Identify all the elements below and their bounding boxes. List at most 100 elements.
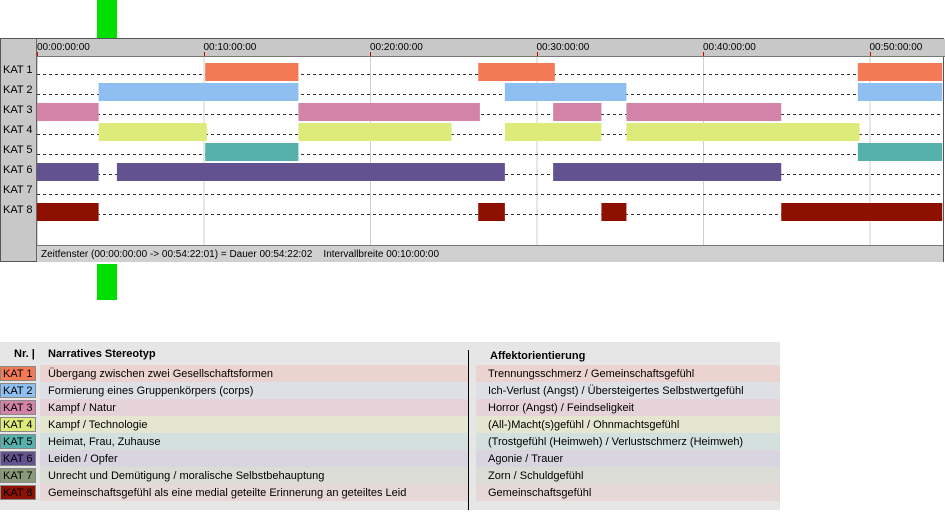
- tick-mark-4: [703, 52, 704, 56]
- tick-mark-0: [37, 52, 38, 56]
- legend-row-bg-narrative: [40, 399, 468, 416]
- row-label-2: KAT 2: [3, 84, 33, 96]
- legend-row-bg-affect: [476, 433, 780, 450]
- row-label-1: KAT 1: [3, 64, 33, 76]
- segment-kat8-20: [478, 203, 505, 221]
- tick-mark-2: [370, 52, 371, 56]
- row-label-6: KAT 6: [3, 164, 33, 176]
- legend-kat-swatch: KAT 2: [0, 383, 36, 398]
- legend-header-narrative: Narratives Stereotyp: [48, 348, 156, 360]
- legend-narrative: Unrecht und Demütigung / moralische Selb…: [48, 470, 325, 482]
- legend-row-bg-narrative: [40, 450, 468, 467]
- legend-affect: Horror (Angst) / Feindseligkeit: [488, 402, 635, 414]
- segment-kat8-22: [781, 203, 943, 221]
- segment-kat3-6: [37, 103, 99, 121]
- legend-narrative: Gemeinschaftsgefühl als eine medial gete…: [48, 487, 407, 499]
- legend-kat-swatch: KAT 1: [0, 366, 36, 381]
- tick-label-1: 00:10:00:00: [203, 42, 257, 53]
- legend-narrative: Übergang zwischen zwei Gesellschaftsform…: [48, 368, 273, 380]
- segment-kat6-17: [116, 163, 505, 181]
- segment-kat4-12: [504, 123, 602, 141]
- tick-label-2: 00:20:00:00: [370, 42, 423, 53]
- segment-kat3-7: [298, 103, 480, 121]
- legend-narrative: Kampf / Technologie: [48, 419, 148, 431]
- legend-row-bg-narrative: [40, 433, 468, 450]
- legend-column-divider: [468, 350, 469, 510]
- legend-narrative: Leiden / Opfer: [48, 453, 118, 465]
- row-labels-column: KAT 1 KAT 2 KAT 3 KAT 4 KAT 5 KAT 6 KAT 7 KAT 8: [1, 39, 37, 261]
- legend-kat-swatch: KAT 8: [0, 485, 36, 500]
- segment-kat6-18: [553, 163, 782, 181]
- playhead-marker-bottom[interactable]: [97, 264, 117, 300]
- time-ruler[interactable]: 00:00:00:00 00:10:00:00 00:20:00:00 00:30:0…: [37, 39, 945, 57]
- legend-table: Nr. | Narratives Stereotyp Affektorienti…: [0, 342, 780, 510]
- legend-narrative: Kampf / Natur: [48, 402, 116, 414]
- legend-row-bg-narrative: [40, 484, 468, 501]
- legend-row-bg-affect: [476, 450, 780, 467]
- tick-label-4: 00:40:00:00: [703, 42, 756, 53]
- legend-row-8: KAT 8 Gemeinschaftsgefühl als eine medial…: [0, 484, 780, 501]
- legend-row-1: KAT 1 Übergang zwischen zwei Gesellschaft…: [0, 365, 780, 382]
- row-label-4: KAT 4: [3, 124, 33, 136]
- legend-row-bg-affect: [476, 484, 780, 501]
- timeline-plot: [37, 57, 943, 245]
- segment-kat3-8: [553, 103, 602, 121]
- legend-row-bg-narrative: [40, 382, 468, 399]
- legend-row-7: KAT 7 Unrecht und Demütigung / moralische…: [0, 467, 780, 484]
- legend-kat-swatch: KAT 5: [0, 434, 36, 449]
- legend-header-affect: Affektorientierung: [490, 350, 586, 362]
- legend-affect: (Trostgefühl (Heimweh) / Verlustschmerz …: [488, 436, 744, 448]
- legend-row-bg-affect: [476, 382, 780, 399]
- segment-kat1-2: [857, 63, 943, 81]
- legend-kat-swatch: KAT 7: [0, 468, 36, 483]
- legend-header-nr: Nr. |: [14, 348, 35, 360]
- segment-kat5-14: [205, 143, 299, 161]
- legend-row-6: KAT 6 Leiden / Opfer Agonie / Trauer: [0, 450, 780, 467]
- tick-label-3: 00:30:00:00: [536, 42, 590, 53]
- row-label-7: KAT 7: [3, 184, 33, 196]
- legend-row-bg-narrative: [40, 467, 468, 484]
- segment-kat4-13: [626, 123, 860, 141]
- legend-affect: Trennungsschmerz / Gemeinschaftsgefühl: [488, 368, 695, 380]
- legend-affect: Agonie / Trauer: [488, 453, 564, 465]
- tick-mark-1: [203, 52, 205, 56]
- legend-affect: Ich-Verlust (Angst) / Übersteigertes Sel…: [488, 385, 744, 397]
- segment-kat4-10: [98, 123, 207, 141]
- segment-kat2-5: [857, 83, 943, 101]
- segment-kat4-11: [298, 123, 452, 141]
- segment-kat6-16: [37, 163, 99, 181]
- legend-row-4: KAT 4 Kampf / Technologie (All-)Macht(s)ge…: [0, 416, 780, 433]
- segment-kat8-19: [37, 203, 99, 221]
- timeline-panel: KAT 1 KAT 2 KAT 3 KAT 4 KAT 5 KAT 6 KAT 7 KAT 8…: [0, 38, 945, 262]
- segment-kat8-21: [601, 203, 627, 221]
- legend-affect: (All-)Macht(s)gefühl / Ohnmachtsgefühl: [488, 419, 680, 431]
- status-text: Zeitfenster (00:00:00:00 -> 00:54:22:01)…: [41, 249, 440, 260]
- legend-row-bg-affect: [476, 467, 780, 484]
- legend-kat-swatch: KAT 6: [0, 451, 36, 466]
- legend-row-bg-narrative: [40, 365, 468, 382]
- legend-row-bg-affect: [476, 416, 780, 433]
- legend-affect: Gemeinschaftsgefühl: [488, 487, 592, 499]
- status-bar: Zeitfenster (00:00:00:00 -> 00:54:22:01)…: [37, 245, 943, 262]
- segment-kat1-0: [205, 63, 299, 81]
- legend-narrative: Formierung eines Gruppenkörpers (corps): [48, 385, 254, 397]
- playhead-marker-top[interactable]: [97, 0, 117, 38]
- legend-kat-swatch: KAT 4: [0, 417, 36, 432]
- row-label-8: KAT 8: [3, 204, 33, 216]
- tick-mark-3: [536, 52, 538, 56]
- legend-row-bg-affect: [476, 365, 780, 382]
- tick-label-5: 00:50:00:00: [869, 42, 923, 53]
- tick-label-0: 00:00:00:00: [37, 42, 90, 53]
- segment-kat2-4: [504, 83, 627, 101]
- legend-row-bg-affect: [476, 399, 780, 416]
- row-label-5: KAT 5: [3, 144, 33, 156]
- row-label-3: KAT 3: [3, 104, 33, 116]
- segment-kat5-15: [857, 143, 943, 161]
- legend-affect: Zorn / Schuldgefühl: [488, 470, 584, 482]
- legend-row-bg-narrative: [40, 416, 468, 433]
- segment-kat1-1: [478, 63, 555, 81]
- segment-kat3-9: [626, 103, 782, 121]
- legend-row-2: KAT 2 Formierung eines Gruppenkörpers (co…: [0, 382, 780, 399]
